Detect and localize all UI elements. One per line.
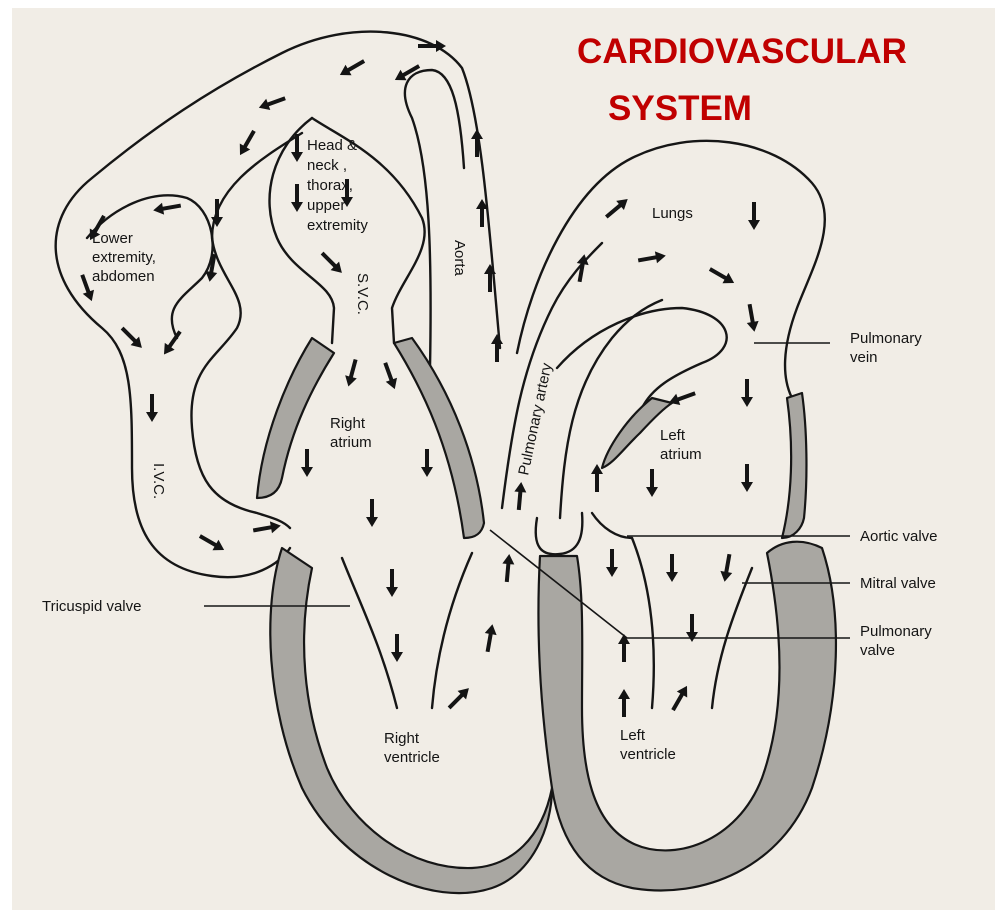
flow-arrow-icon xyxy=(152,200,182,217)
systemic-loop-inner xyxy=(405,70,464,368)
flow-arrow-icon xyxy=(719,553,736,583)
pulmonary-loop-inner xyxy=(557,308,727,408)
aortic-valve xyxy=(592,513,632,538)
flow-arrow-icon xyxy=(637,250,667,267)
flow-arrow-icon xyxy=(667,388,697,409)
label-mitral-valve: Mitral valve xyxy=(860,575,936,592)
flow-arrow-icon xyxy=(602,194,631,221)
flow-arrow-icon xyxy=(491,334,503,362)
label-lower-extremity: Lower extremity, abdomen xyxy=(92,230,160,285)
septum-wall xyxy=(539,542,836,891)
flow-arrow-icon xyxy=(235,128,259,158)
title-line-1: CARDIOVASCULAR xyxy=(577,32,907,71)
flow-arrow-icon xyxy=(618,689,630,717)
flow-arrow-icon xyxy=(646,469,658,497)
pulmonary-loop-outer xyxy=(517,141,825,398)
flow-arrow-icon xyxy=(744,303,761,333)
flow-arrow-icon xyxy=(146,394,158,422)
label-aorta: Aorta xyxy=(451,240,468,277)
flow-arrow-icon xyxy=(386,569,398,597)
flow-arrow-icon xyxy=(606,549,618,577)
mitral-valve-leaflet-left xyxy=(632,538,654,708)
flow-arrow-icon xyxy=(707,264,737,288)
label-head-neck: Head & neck , thorax, upper extremity xyxy=(307,137,368,234)
pulmonary-valve xyxy=(536,513,583,554)
label-right-ventricle: Right ventricle xyxy=(384,730,440,766)
flow-arrow-icon xyxy=(366,499,378,527)
flow-arrow-icon xyxy=(482,623,499,653)
diagram-canvas: CARDIOVASCULAR SYSTEM Lower extremity, a… xyxy=(12,8,995,910)
flow-arrow-icon xyxy=(748,202,760,230)
label-left-atrium: Left atrium xyxy=(660,427,702,463)
flow-arrow-icon xyxy=(252,520,282,537)
flow-arrow-icon xyxy=(445,684,473,712)
label-lungs: Lungs xyxy=(652,205,693,222)
right-heart-wall xyxy=(270,548,552,893)
flow-arrow-icon xyxy=(159,328,185,358)
label-pulmonary-artery: Pulmonary artery xyxy=(515,361,555,477)
label-tricuspid-valve: Tricuspid valve xyxy=(42,598,141,615)
label-pulmonary-vein: Pulmonary vein xyxy=(850,330,926,366)
label-right-atrium: Right atrium xyxy=(330,415,372,451)
flow-arrow-icon xyxy=(741,379,753,407)
flow-arrow-icon xyxy=(666,554,678,582)
tricuspid-valve-leaflet-left xyxy=(342,558,397,708)
flow-arrow-icon xyxy=(391,634,403,662)
flow-arrow-icon xyxy=(343,358,362,388)
title-line-2: SYSTEM xyxy=(608,89,752,128)
right-atrium-wall xyxy=(257,338,334,498)
flow-arrow-icon xyxy=(337,56,367,80)
label-left-ventricle: Left ventricle xyxy=(620,727,676,763)
flow-arrow-icon xyxy=(301,449,313,477)
label-ivc: I.V.C. xyxy=(150,463,167,499)
flow-arrow-icon xyxy=(501,554,515,583)
flow-arrow-icon xyxy=(741,464,753,492)
left-atrium-wall-right xyxy=(782,393,806,538)
flow-arrow-icon xyxy=(197,531,227,555)
flow-arrow-icon xyxy=(118,324,146,352)
lower-limb-loop xyxy=(191,133,302,528)
flow-arrow-icon xyxy=(291,184,303,212)
label-aortic-valve: Aortic valve xyxy=(860,528,938,545)
flow-arrow-icon xyxy=(380,361,401,391)
flow-arrow-icon xyxy=(257,93,287,114)
flow-arrow-icon xyxy=(513,482,527,511)
systemic-loop-outer xyxy=(56,32,500,578)
cardiovascular-diagram: CARDIOVASCULAR SYSTEM Lower extremity, a… xyxy=(12,8,995,910)
lower-region-bulge xyxy=(87,195,213,338)
flow-arrow-icon xyxy=(668,683,692,713)
flow-arrow-icon xyxy=(421,449,433,477)
tricuspid-valve-leaflet-right xyxy=(432,553,472,708)
flow-arrow-icon xyxy=(318,249,346,277)
aortic-wall xyxy=(394,338,484,538)
label-svc: S.V.C. xyxy=(354,273,371,315)
label-pulmonary-valve: Pulmonary valve xyxy=(860,623,936,659)
